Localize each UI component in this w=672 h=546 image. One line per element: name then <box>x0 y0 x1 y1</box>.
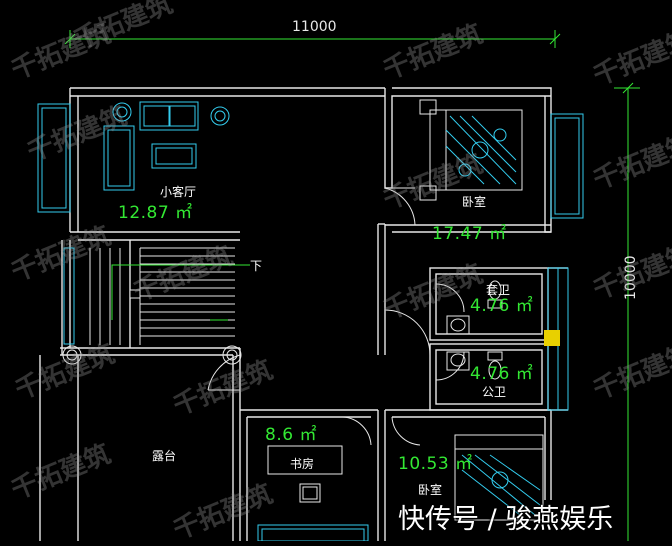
stair-down-label: 下 <box>250 259 263 273</box>
columns <box>62 345 242 365</box>
main-bed <box>419 99 523 201</box>
area-label-small-living: 12.87 ㎡ <box>118 203 193 223</box>
room-label-second-bedroom: 卧室 <box>418 483 443 497</box>
room-label-ensuite-bath: 套卫 <box>486 283 511 297</box>
area-label-study: 8.6 ㎡ <box>265 425 317 445</box>
source-credit: 快传号 / 骏燕娱乐 <box>398 504 614 535</box>
room-label-public-bath: 公卫 <box>482 385 507 399</box>
area-label-ensuite-bath: 4.76 ㎡ <box>470 296 534 316</box>
living-furniture <box>103 101 230 191</box>
room-label-main-bedroom: 卧室 <box>462 195 487 209</box>
stair-arrow <box>111 264 250 321</box>
second-bed <box>454 434 544 521</box>
area-label-second-bedroom: 10.53 ㎡ <box>398 454 473 474</box>
area-label-public-bath: 4.76 ㎡ <box>470 364 534 384</box>
top-dimension-label: 11000 <box>292 19 337 35</box>
wall-highlight <box>544 330 560 346</box>
room-label-study: 书房 <box>290 457 315 471</box>
study-furniture <box>267 445 343 503</box>
doors <box>207 187 465 446</box>
top-dimension-line <box>64 30 561 48</box>
right-dimension-line <box>614 82 640 541</box>
staircase <box>89 247 235 345</box>
bath-fixtures <box>446 280 503 380</box>
room-label-terrace: 露台 <box>152 449 177 463</box>
room-label-small-living: 小客厅 <box>160 185 197 199</box>
area-label-main-bedroom: 17.47 ㎡ <box>432 224 507 244</box>
